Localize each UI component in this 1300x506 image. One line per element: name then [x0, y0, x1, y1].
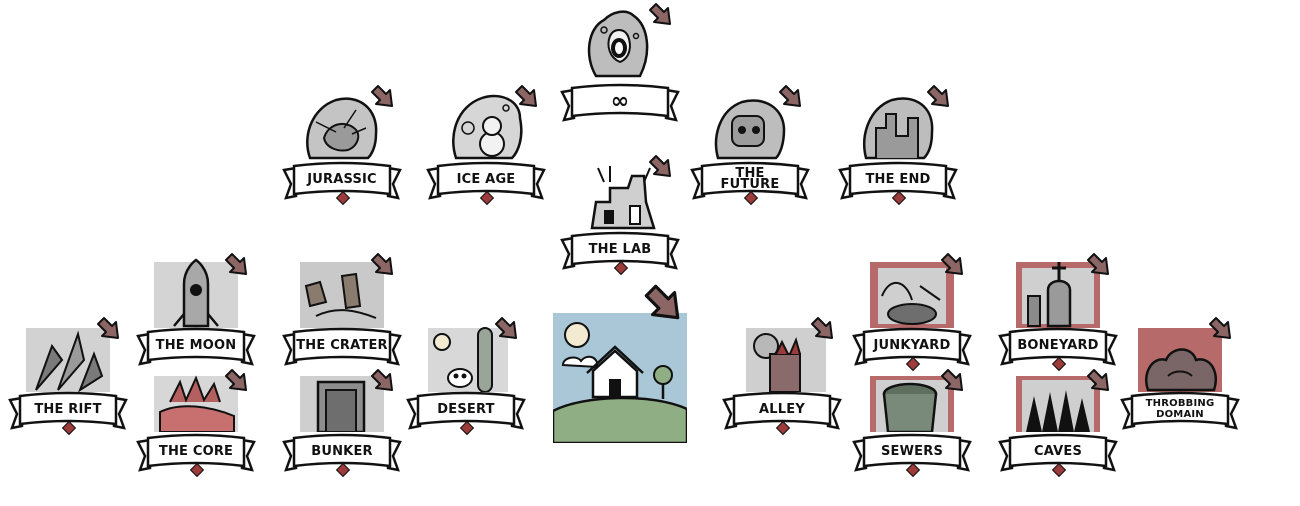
area-banner: THE MOON — [136, 326, 256, 370]
area-label: SEWERS — [880, 443, 944, 459]
area-desert[interactable]: DESERT — [406, 317, 526, 436]
area-label: BONEYARD — [1017, 337, 1099, 353]
enter-arrow-icon — [222, 250, 250, 278]
snowman-icon — [440, 88, 532, 160]
crystal-shard-icon — [22, 320, 114, 392]
sewer-pipe-icon — [866, 372, 958, 432]
area-the-crater[interactable]: THE CRATER — [282, 253, 402, 366]
ruined-city-icon — [852, 88, 944, 160]
cave-spikes-icon — [1012, 372, 1104, 432]
void-portal-icon — [574, 6, 666, 78]
area-label: THE MOON — [155, 337, 237, 353]
lab-flask-icon — [574, 158, 666, 230]
area-label: THE LAB — [588, 241, 652, 257]
area-ice-age[interactable]: ICE AGE — [426, 85, 546, 206]
enter-arrow-icon — [1084, 366, 1112, 394]
area-label: ICE AGE — [456, 171, 516, 187]
area-banner: THE END — [838, 160, 958, 206]
enter-arrow-icon — [646, 0, 674, 28]
lava-core-icon — [150, 372, 242, 432]
enter-arrow-icon — [368, 250, 396, 278]
enter-arrow-icon — [938, 250, 966, 278]
area-banner: JURASSIC — [282, 160, 402, 206]
area-banner: ∞ — [560, 82, 680, 126]
area-the-end[interactable]: THE END — [838, 85, 958, 206]
home-house-icon[interactable] — [553, 313, 687, 443]
enter-arrow-icon — [924, 82, 952, 110]
area-label: DESERT — [437, 401, 495, 417]
area-label: CAVES — [1033, 443, 1083, 459]
area-label: JURASSIC — [307, 171, 377, 187]
rocket-icon — [150, 256, 242, 328]
enter-arrow-icon — [1084, 250, 1112, 278]
area-banner: THE CORE — [136, 432, 256, 478]
enter-arrow-icon — [512, 82, 540, 110]
area-label: ∞ — [610, 88, 630, 114]
area-jurassic[interactable]: JURASSIC — [282, 85, 402, 206]
area-junkyard[interactable]: JUNKYARD — [852, 253, 972, 372]
area-label: THROBBING DOMAIN — [1145, 398, 1215, 420]
enter-arrow-icon — [492, 314, 520, 342]
area-the-rift[interactable]: THE RIFT — [8, 317, 128, 436]
enter-arrow-icon — [368, 82, 396, 110]
area-the-core[interactable]: THE CORE — [136, 369, 256, 482]
robot-icon — [704, 88, 796, 160]
enter-arrow-icon — [368, 366, 396, 394]
area-label: ALLEY — [759, 401, 805, 417]
area-banner: JUNKYARD — [852, 326, 972, 372]
area-banner: CAVES — [998, 432, 1118, 478]
area-banner: ALLEY — [722, 390, 842, 436]
area-banner: THE RIFT — [8, 390, 128, 436]
crater-pipes-icon — [296, 256, 388, 328]
area-label: THE CORE — [158, 443, 234, 459]
area-the-lab[interactable]: THE LAB — [560, 155, 680, 276]
dinosaur-icon — [296, 88, 388, 160]
area-label: THE CRATER — [296, 337, 388, 353]
gravestone-icon — [1012, 256, 1104, 328]
area-sewers[interactable]: SEWERS — [852, 369, 972, 482]
cactus-skull-icon — [420, 320, 512, 392]
area-boneyard[interactable]: BONEYARD — [998, 253, 1118, 372]
area-bunker[interactable]: BUNKER — [282, 369, 402, 482]
enter-arrow-icon — [640, 280, 684, 324]
enter-arrow-icon — [94, 314, 122, 342]
area-label: THE END — [865, 171, 931, 187]
area-banner: SEWERS — [852, 432, 972, 478]
area-label: BUNKER — [311, 443, 373, 459]
area-banner: BONEYARD — [998, 326, 1118, 372]
enter-arrow-icon — [222, 366, 250, 394]
enter-arrow-icon — [1206, 314, 1234, 342]
area-infinity[interactable]: ∞ — [560, 3, 680, 122]
area-banner: THE CRATER — [282, 326, 402, 370]
area-banner: THE FUTURE — [690, 160, 810, 206]
area-throbbing-domain[interactable]: THROBBING DOMAIN — [1120, 317, 1240, 430]
area-banner: BUNKER — [282, 432, 402, 478]
area-caves[interactable]: CAVES — [998, 369, 1118, 482]
enter-arrow-icon — [938, 366, 966, 394]
flesh-blob-icon — [1134, 320, 1226, 392]
area-alley[interactable]: ALLEY — [722, 317, 842, 436]
enter-arrow-icon — [776, 82, 804, 110]
bunker-door-icon — [296, 372, 388, 432]
junk-pile-icon — [866, 256, 958, 328]
enter-arrow-icon — [646, 152, 674, 180]
area-label: JUNKYARD — [873, 337, 951, 353]
enter-arrow-icon — [808, 314, 836, 342]
area-banner: THROBBING DOMAIN — [1120, 390, 1240, 434]
area-the-future[interactable]: THE FUTURE — [690, 85, 810, 206]
area-label: THE FUTURE — [720, 166, 780, 192]
area-banner: DESERT — [406, 390, 526, 436]
area-banner: THE LAB — [560, 230, 680, 276]
area-the-moon[interactable]: THE MOON — [136, 253, 256, 366]
area-banner: ICE AGE — [426, 160, 546, 206]
area-label: THE RIFT — [34, 401, 102, 417]
burning-alley-icon — [736, 320, 828, 392]
